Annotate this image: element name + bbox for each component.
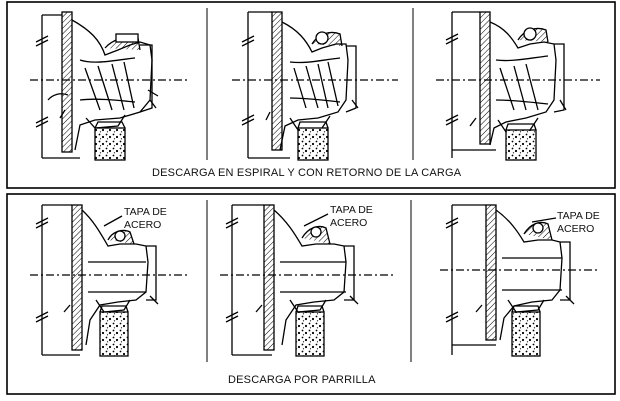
callout-line-1: TAPA DE — [124, 206, 167, 218]
spiral-discharge-drawing-3 — [436, 11, 600, 161]
spiral-discharge-drawing-2 — [232, 11, 398, 161]
callout-steel-cover-1: TAPA DE ACERO — [124, 206, 184, 232]
callout-line-1: TAPA DE — [330, 204, 373, 216]
callout-line-2: ACERO — [330, 217, 368, 229]
spiral-discharge-drawing-1 — [30, 11, 190, 161]
callout-line-2: ACERO — [557, 223, 595, 235]
caption-spiral-discharge: DESCARGA EN ESPIRAL Y CON RETORNO DE LA … — [152, 167, 462, 179]
grate-discharge-drawing-1 — [30, 204, 190, 357]
top-panel-frame — [6, 1, 616, 189]
grate-discharge-drawing-3 — [440, 204, 600, 357]
caption-grate-discharge: DESCARGA POR PARRILLA — [228, 374, 376, 386]
bottom-panel-frame — [6, 193, 616, 395]
callout-line-1: TAPA DE — [557, 210, 600, 222]
callout-steel-cover-3: TAPA DE ACERO — [557, 210, 613, 236]
callout-line-2: ACERO — [124, 219, 162, 231]
grate-discharge-drawing-2 — [220, 204, 396, 357]
callout-steel-cover-2: TAPA DE ACERO — [330, 204, 390, 230]
